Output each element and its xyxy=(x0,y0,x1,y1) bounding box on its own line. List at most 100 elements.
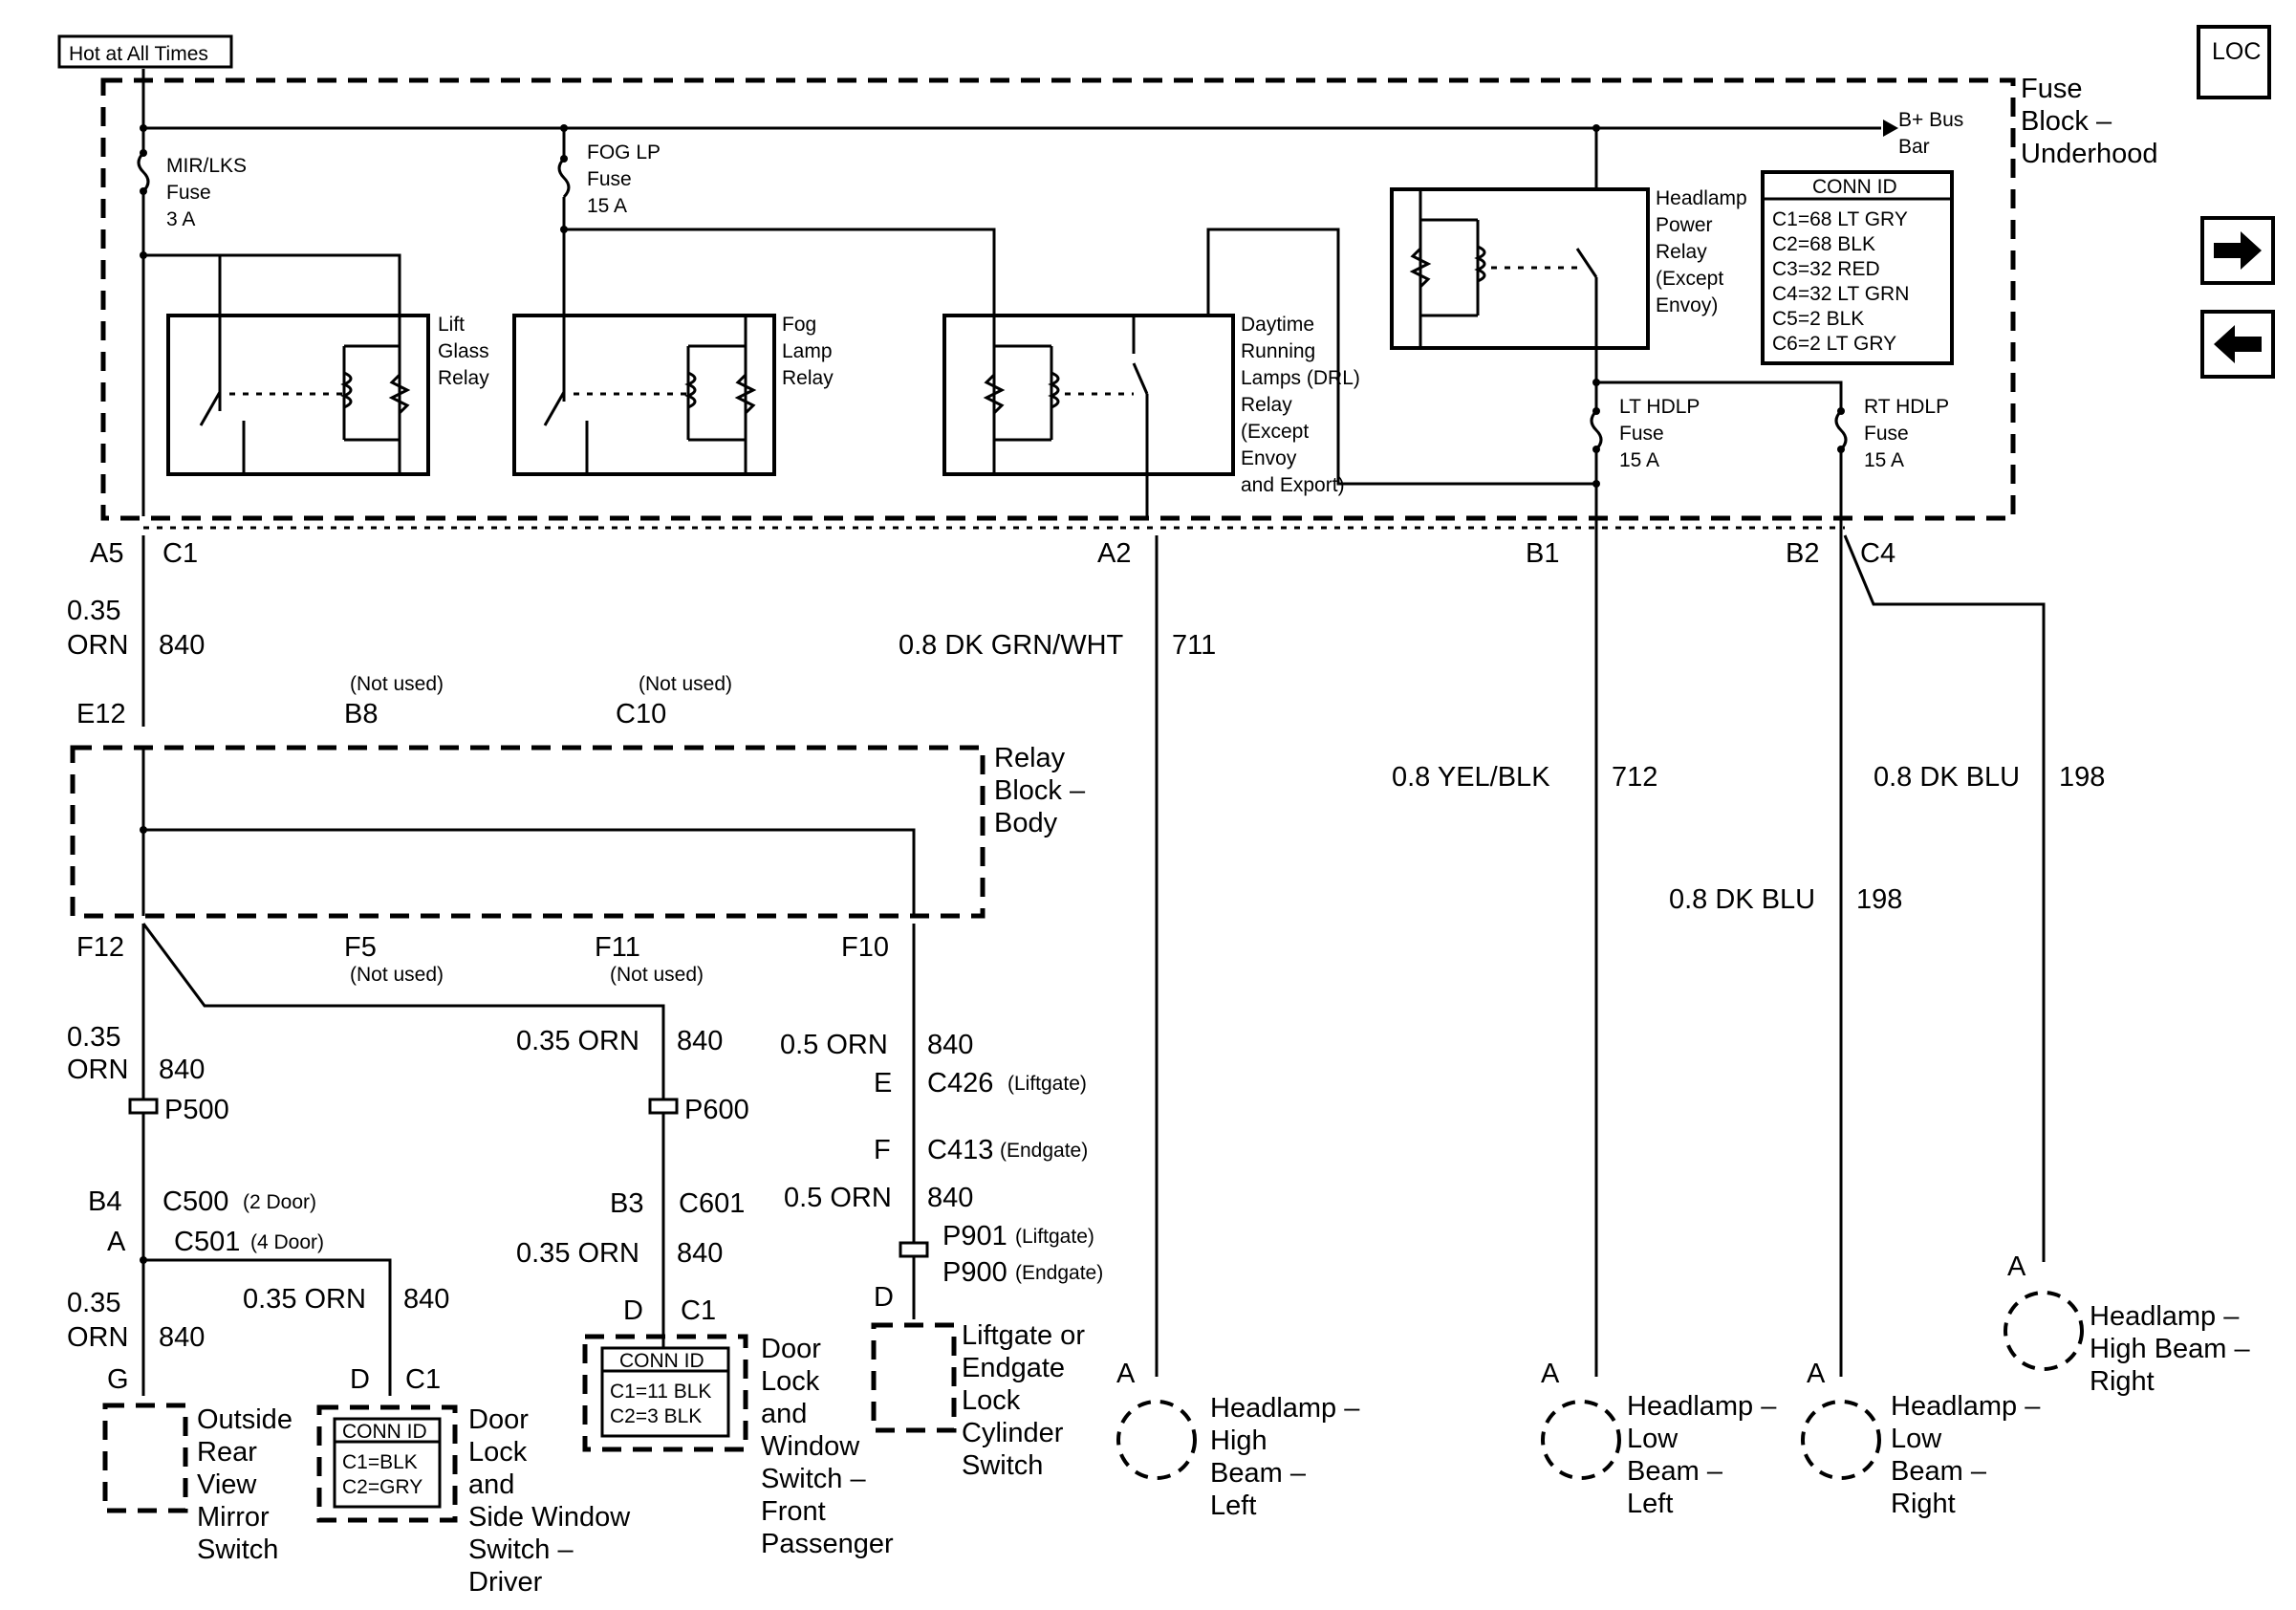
c10-not-used: (Not used) xyxy=(639,673,732,695)
svg-text:Fuse: Fuse xyxy=(166,182,211,204)
relay-block-bus xyxy=(141,748,916,916)
svg-text:0.8 DK GRN/WHT: 0.8 DK GRN/WHT xyxy=(899,630,1124,661)
fog-lp-fuse-label: FOG LP Fuse 15 A xyxy=(587,141,661,217)
svg-text:0.8 YEL/BLK: 0.8 YEL/BLK xyxy=(1392,762,1550,793)
svg-text:and: and xyxy=(761,1399,807,1429)
svg-text:840: 840 xyxy=(677,1026,723,1056)
headlamp-power-relay-label: Headlamp Power Relay (Except Envoy) xyxy=(1656,187,1747,316)
svg-text:Switch: Switch xyxy=(962,1450,1043,1481)
lift-glass-feed-wire xyxy=(143,253,401,314)
svg-text:Beam –: Beam – xyxy=(1891,1456,1987,1487)
svg-text:Outside: Outside xyxy=(197,1404,292,1435)
pin-a5: A5 xyxy=(90,538,123,569)
svg-text:FOG LP: FOG LP xyxy=(587,141,661,163)
svg-text:840: 840 xyxy=(403,1284,449,1315)
svg-text:C6=2 LT GRY: C6=2 LT GRY xyxy=(1772,333,1896,355)
c426-label: C426 xyxy=(927,1068,993,1099)
svg-text:Fuse: Fuse xyxy=(587,168,632,190)
svg-text:840: 840 xyxy=(159,1322,205,1353)
headlamp-high-beam-left xyxy=(1116,1400,1197,1480)
liftgate-pin-d: D xyxy=(874,1282,894,1313)
svg-text:Beam –: Beam – xyxy=(1627,1456,1723,1487)
svg-text:Switch –: Switch – xyxy=(468,1534,574,1565)
svg-text:Fuse: Fuse xyxy=(1619,423,1664,445)
svg-text:C1=68 LT GRY: C1=68 LT GRY xyxy=(1772,208,1908,230)
svg-text:Fog: Fog xyxy=(782,314,816,336)
svg-text:Relay: Relay xyxy=(994,743,1066,773)
wire-840-passenger-lower-label: 0.35 ORN 840 xyxy=(516,1238,723,1269)
hdlp-split-wire xyxy=(1596,381,1843,411)
pin-b8: B8 xyxy=(344,699,378,729)
svg-text:(Except: (Except xyxy=(1241,421,1309,443)
svg-text:198: 198 xyxy=(1856,884,1902,915)
wire-712-label: 0.8 YEL/BLK 712 xyxy=(1392,762,1657,793)
loc-button[interactable]: LOC xyxy=(2197,25,2271,99)
svg-text:Front: Front xyxy=(761,1496,826,1527)
c413-label: C413 xyxy=(927,1135,993,1165)
svg-text:Fuse: Fuse xyxy=(1864,423,1909,445)
svg-text:840: 840 xyxy=(927,1030,973,1060)
driver-switch-label: Door Lock and Side Window Switch – Drive… xyxy=(468,1404,631,1598)
wire-840-f12-label: 0.35 ORN 840 xyxy=(67,1022,205,1085)
hb-right-label: Headlamp – High Beam – Right xyxy=(2090,1301,2251,1397)
passenger-pin-c1: C1 xyxy=(681,1295,716,1326)
driver-pin-d: D xyxy=(350,1364,370,1395)
pin-b4: B4 xyxy=(88,1186,121,1217)
rt-hdlp-fuse-label: RT HDLP Fuse 15 A xyxy=(1864,396,1949,471)
svg-text:840: 840 xyxy=(159,1055,205,1085)
wire-198-right xyxy=(1843,534,2046,1262)
svg-text:High Beam –: High Beam – xyxy=(2090,1334,2251,1364)
lift-glass-relay-label: Lift Glass Relay xyxy=(438,314,489,389)
svg-text:0.5 ORN: 0.5 ORN xyxy=(780,1030,888,1060)
svg-text:ORN: ORN xyxy=(67,1322,128,1353)
svg-text:C3=32 RED: C3=32 RED xyxy=(1772,258,1880,280)
passenger-conn-row-2: C2=3 BLK xyxy=(610,1405,702,1427)
svg-text:Fuse: Fuse xyxy=(2021,74,2082,104)
door-lock-switch-driver xyxy=(316,1404,458,1523)
previous-page-button[interactable] xyxy=(2200,310,2275,379)
svg-text:711: 711 xyxy=(1172,630,1216,661)
next-page-button[interactable] xyxy=(2200,216,2275,285)
svg-text:Power: Power xyxy=(1656,214,1713,236)
svg-text:Low: Low xyxy=(1891,1424,1942,1454)
bus-bar-label: B+ Bus Bar xyxy=(1898,109,1963,158)
svg-text:0.8 DK BLU: 0.8 DK BLU xyxy=(1874,762,2020,793)
pin-b3: B3 xyxy=(610,1188,643,1219)
svg-text:Block –: Block – xyxy=(994,775,1086,806)
svg-text:and: and xyxy=(468,1469,514,1500)
svg-text:15 A: 15 A xyxy=(1864,449,1904,471)
fuse-block-title: Fuse Block – Underhood xyxy=(2021,74,2158,169)
svg-text:840: 840 xyxy=(159,630,205,661)
svg-text:0.35: 0.35 xyxy=(67,596,120,626)
svg-text:Glass: Glass xyxy=(438,340,489,362)
pin-f10: F10 xyxy=(841,932,889,963)
hot-at-all-times-box xyxy=(57,34,233,69)
fog-to-drl-wire xyxy=(564,228,996,314)
passenger-pin-d: D xyxy=(623,1295,643,1326)
svg-text:RT HDLP: RT HDLP xyxy=(1864,396,1949,418)
drl-relay-label: Daytime Running Lamps (DRL) Relay (Excep… xyxy=(1241,314,1360,496)
svg-text:Headlamp –: Headlamp – xyxy=(1627,1391,1777,1422)
c500-note: (2 Door) xyxy=(243,1191,316,1213)
svg-text:198: 198 xyxy=(2059,762,2105,793)
pin-f12: F12 xyxy=(76,932,124,963)
svg-text:Headlamp –: Headlamp – xyxy=(1210,1393,1360,1424)
passenger-switch-label: Door Lock and Window Switch – Front Pass… xyxy=(761,1334,894,1559)
svg-text:Window: Window xyxy=(761,1431,860,1462)
lt-hdlp-fuse-symbol xyxy=(1590,409,1603,451)
c413-note: (Endgate) xyxy=(1000,1140,1088,1162)
lb-right-label: Headlamp – Low Beam – Right xyxy=(1891,1391,2041,1519)
hot-at-all-times-label: Hot at All Times xyxy=(69,43,208,65)
svg-text:Side Window: Side Window xyxy=(468,1502,631,1533)
loc-label: LOC xyxy=(2212,38,2261,65)
svg-text:840: 840 xyxy=(927,1183,973,1213)
svg-text:Lamps (DRL): Lamps (DRL) xyxy=(1241,367,1360,389)
svg-text:Block –: Block – xyxy=(2021,106,2112,137)
drl-relay xyxy=(942,314,1235,476)
wire-711-label: 0.8 DK GRN/WHT 711 xyxy=(899,630,1216,661)
wire-198-left-label: 0.8 DK BLU 198 xyxy=(1669,884,1902,915)
passenger-conn-id-title: CONN ID xyxy=(619,1350,704,1372)
p600-label: P600 xyxy=(684,1095,749,1125)
p600-splice xyxy=(648,1098,679,1115)
